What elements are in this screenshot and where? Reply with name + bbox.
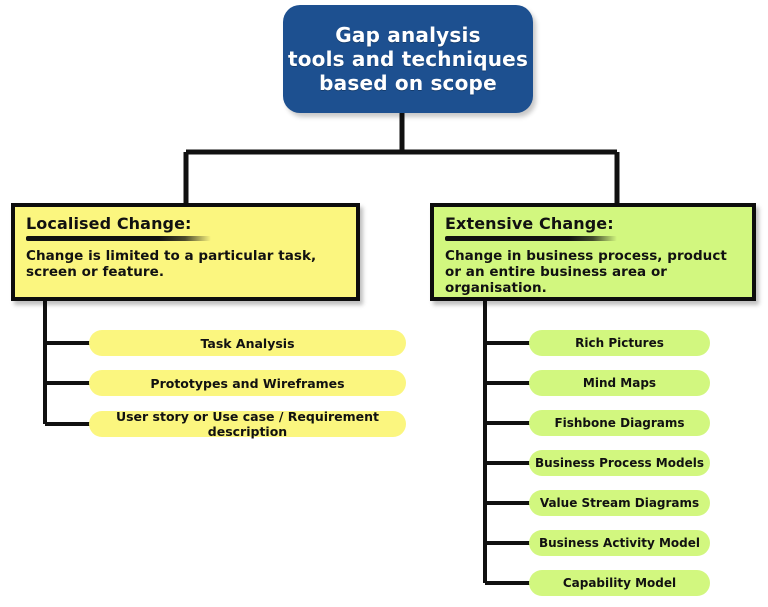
category-box-localised-change[interactable]: Localised Change: Change is limited to a…	[11, 203, 360, 301]
leaf-item[interactable]: Value Stream Diagrams	[529, 490, 710, 516]
leaf-item[interactable]: Mind Maps	[529, 370, 710, 396]
leaf-item-label: Task Analysis	[200, 335, 295, 351]
leaf-item-label: Mind Maps	[582, 376, 657, 390]
root-node[interactable]: Gap analysis tools and techniques based …	[283, 5, 533, 113]
leaf-item-label: Capability Model	[562, 576, 677, 590]
leaf-item-label: Prototypes and Wireframes	[150, 375, 345, 391]
leaf-item[interactable]: Prototypes and Wireframes	[89, 370, 406, 396]
category-description-localised-change: Change is limited to a particular task, …	[26, 248, 317, 280]
leaf-item[interactable]: Business Process Models	[529, 450, 710, 476]
leaf-item[interactable]: Rich Pictures	[529, 330, 710, 356]
leaf-item[interactable]: Fishbone Diagrams	[529, 410, 710, 436]
leaf-item-label: Business Activity Model	[538, 536, 701, 550]
category-title-localised-change: Localised Change:	[26, 214, 192, 233]
leaf-item-label: Business Process Models	[535, 456, 704, 470]
leaf-item-label: Fishbone Diagrams	[554, 416, 685, 430]
category-title-extensive-change: Extensive Change:	[445, 214, 614, 233]
leaf-item[interactable]: Capability Model	[529, 570, 710, 596]
leaf-item-label: User story or Use case / Requirement des…	[115, 409, 380, 439]
leaf-item[interactable]: Task Analysis	[89, 330, 406, 356]
category-description-extensive-change: Change in business process, product or a…	[445, 248, 727, 296]
category-box-extensive-change[interactable]: Extensive Change: Change in business pro…	[430, 203, 756, 301]
leaf-item[interactable]: User story or Use case / Requirement des…	[89, 409, 406, 439]
leaf-item[interactable]: Business Activity Model	[529, 530, 710, 556]
title-underline-rule	[26, 236, 212, 241]
leaf-item-label: Value Stream Diagrams	[539, 496, 700, 510]
title-underline-rule	[445, 236, 617, 241]
leaf-item-label: Rich Pictures	[575, 336, 664, 350]
root-node-label: Gap analysis tools and techniques based …	[287, 23, 529, 95]
